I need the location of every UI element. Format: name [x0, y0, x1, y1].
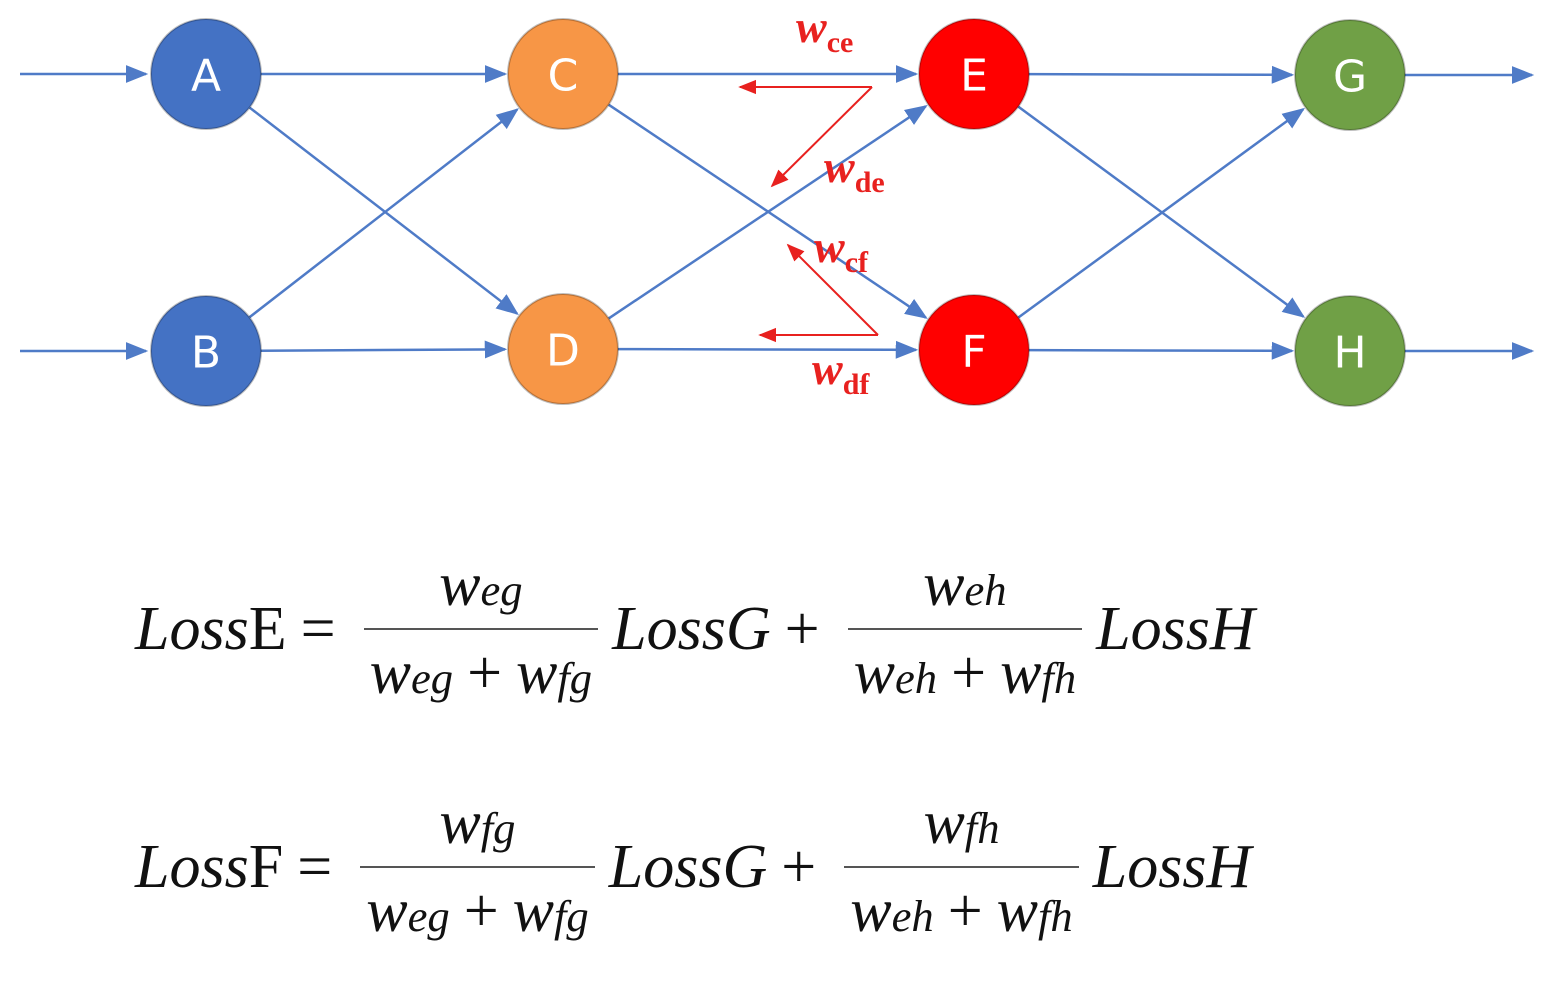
edge-a-d — [248, 106, 519, 315]
node-g: G — [1294, 19, 1406, 131]
weight-label-cf: wcf — [814, 221, 869, 279]
weight-label-df: wdf — [812, 343, 870, 401]
node-c: C — [507, 18, 619, 130]
weight-label-de: wde — [824, 141, 885, 199]
node-label: F — [961, 327, 986, 378]
io-arrows — [20, 65, 1535, 360]
node-circle — [1294, 295, 1406, 407]
term-loss-h: LossH — [1092, 832, 1252, 901]
equals-sign: = — [297, 832, 333, 901]
node-label: B — [191, 328, 221, 379]
lhs-node: F — [248, 832, 284, 901]
edge-d-e — [608, 105, 928, 320]
edge-b-c — [248, 108, 519, 319]
node-layer: A B C D E F G H — [150, 18, 1406, 407]
fraction-bar — [360, 866, 595, 869]
node-label: C — [548, 51, 579, 102]
node-circle — [150, 295, 262, 407]
term-loss-g: LossG — [608, 832, 768, 901]
lhs: LossE — [135, 594, 287, 665]
fraction-bar — [847, 628, 1083, 631]
node-circle — [507, 293, 619, 405]
node-circle — [918, 294, 1030, 406]
backprop-arrows — [738, 79, 879, 343]
node-label: E — [960, 51, 988, 102]
plus-sign: + — [784, 594, 820, 663]
lhs-node: E — [248, 594, 287, 663]
edge-e-h — [1017, 105, 1306, 318]
edge-b-d — [260, 340, 508, 359]
backprop-arrow-e-to-d — [770, 86, 873, 188]
edge-f-h — [1028, 341, 1295, 360]
node-label: G — [1333, 52, 1367, 103]
lhs: LossF — [135, 832, 283, 903]
node-h: H — [1294, 295, 1406, 407]
node-label: A — [191, 51, 221, 102]
edge-e-g — [1028, 65, 1295, 84]
term-loss-h: LossH — [1096, 594, 1255, 663]
node-label: H — [1333, 328, 1366, 379]
fraction-bar — [844, 866, 1079, 869]
edge-layer — [248, 65, 1306, 360]
term-loss-g: LossG — [612, 594, 771, 663]
node-a: A — [150, 18, 262, 130]
backprop-arrow-f-to-c — [786, 243, 879, 336]
node-b: B — [150, 295, 262, 407]
edge-f-g — [1017, 107, 1306, 319]
node-e: E — [918, 18, 1030, 130]
edge-d-f — [617, 340, 919, 359]
lhs-loss: Loss — [135, 832, 249, 901]
node-circle — [150, 18, 262, 130]
node-f: F — [918, 294, 1030, 406]
plus-sign: + — [781, 832, 817, 901]
fraction-bar — [363, 628, 599, 631]
node-label: D — [546, 326, 580, 377]
node-d: D — [507, 293, 619, 405]
neural-network-diagram: A B C D E F G H wce wde wcf wdf — [20, 1, 1535, 407]
weight-label-ce: wce — [796, 1, 853, 59]
lhs-loss: Loss — [135, 594, 249, 663]
node-circle — [918, 18, 1030, 130]
equals-sign: = — [300, 594, 336, 663]
node-circle — [507, 18, 619, 130]
node-circle — [1294, 19, 1406, 131]
